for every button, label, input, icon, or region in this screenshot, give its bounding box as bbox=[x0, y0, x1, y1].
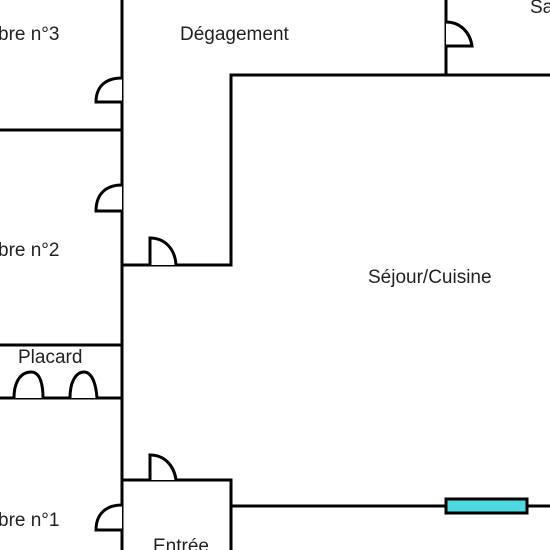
room-label-chambre2: bre n°2 bbox=[0, 240, 60, 261]
door-chambre1 bbox=[94, 503, 123, 532]
room-label-placard: Placard bbox=[18, 347, 83, 368]
door-entree bbox=[148, 453, 178, 481]
room-label-chambre3: bre n°3 bbox=[0, 24, 60, 45]
room-label-entree: Entrée bbox=[153, 536, 209, 550]
door-placard-right bbox=[68, 370, 99, 399]
room-label-degagement: Dégagement bbox=[180, 24, 289, 45]
door-placard-left bbox=[12, 370, 45, 399]
room-label-salle: Sa bbox=[530, 0, 550, 18]
window bbox=[444, 497, 529, 515]
door-chambre2 bbox=[94, 183, 123, 213]
door-sejour bbox=[148, 236, 178, 266]
doors bbox=[12, 20, 474, 532]
door-salle bbox=[445, 20, 474, 48]
room-label-sejour: Séjour/Cuisine bbox=[368, 267, 492, 288]
door-chambre3 bbox=[94, 76, 123, 104]
room-label-chambre1: bre n°1 bbox=[0, 510, 60, 531]
wall-sejour bbox=[122, 73, 550, 267]
